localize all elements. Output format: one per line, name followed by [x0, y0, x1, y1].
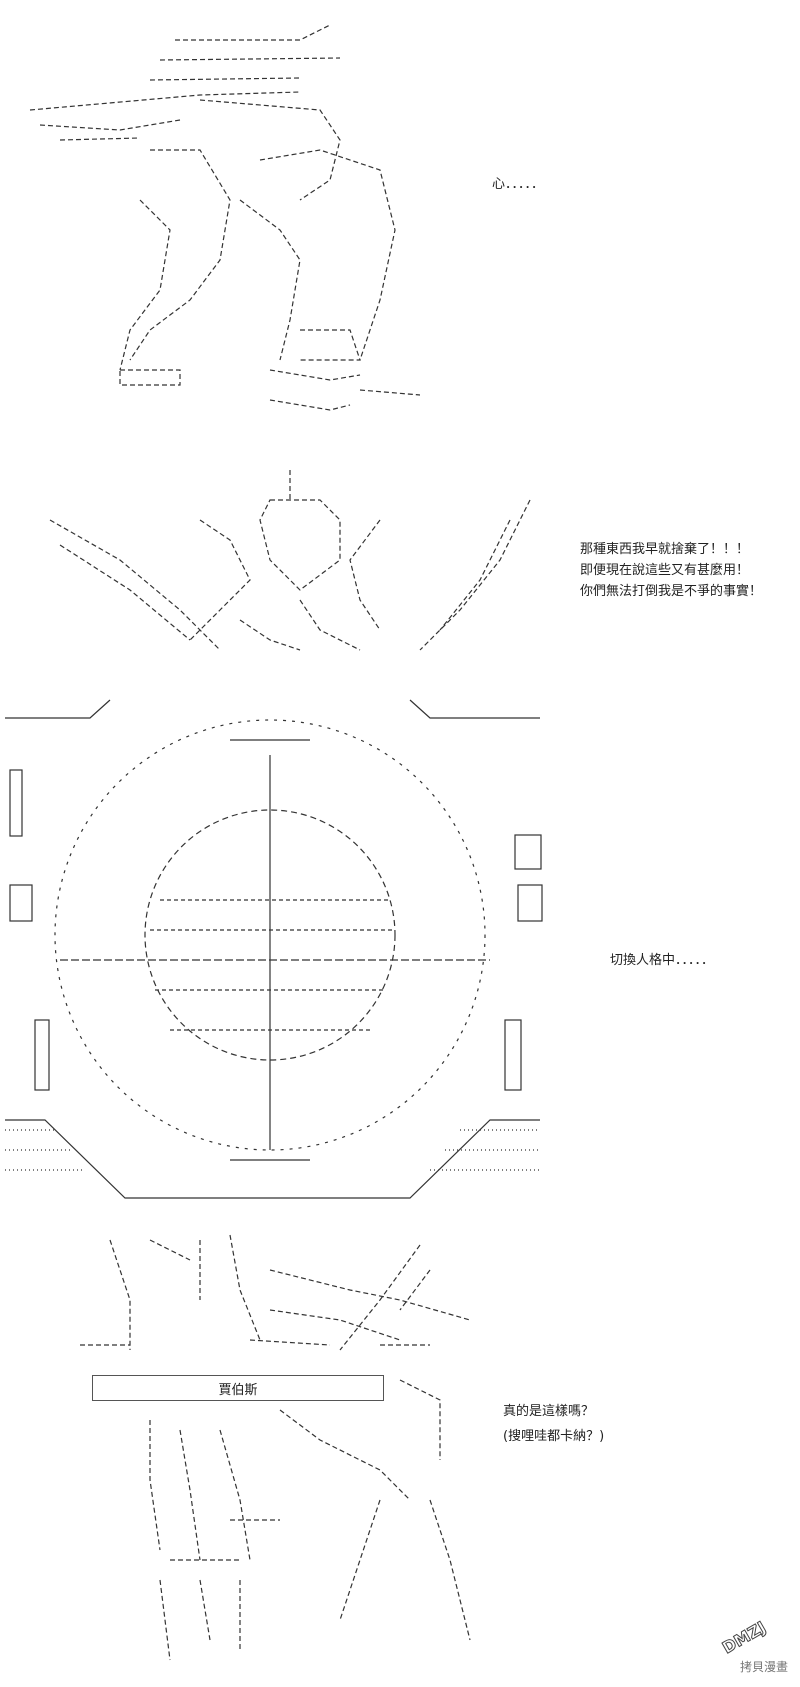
- site-logo: DMZJ: [719, 1617, 770, 1658]
- panel4-line-2: (搜哩哇都卡納？): [503, 1429, 605, 1444]
- watermark: 拷貝漫畫: [739, 1660, 788, 1674]
- svg-text:DMZJ: DMZJ: [719, 1618, 769, 1658]
- panel3-dialogue: 切換人格中．．．．．: [610, 953, 715, 968]
- panel1-robot-figure: [29, 24, 421, 411]
- panel2-winged-figure: [49, 470, 531, 651]
- panel4-dialogue: 真的是這樣嗎？ (搜哩哇都卡納？): [503, 1401, 604, 1447]
- panel2-line-3: 你們無法打倒我是不爭的事實！: [580, 584, 763, 599]
- panel2-line-2: 即便現在說這些又有甚麼用！: [580, 563, 750, 578]
- panel2-line-1: 那種東西我早就捨棄了！！！: [580, 542, 750, 557]
- panel3-target-scope: [5, 699, 543, 1199]
- panel1-dialogue: 心．．．．．: [492, 177, 545, 192]
- panel2-dialogue: 那種東西我早就捨棄了！！！ 即便現在說這些又有甚麼用！ 你們無法打倒我是不爭的事…: [580, 539, 762, 602]
- speaker-name: 賈伯斯: [218, 1382, 258, 1398]
- panel4-figure: [80, 1234, 471, 1661]
- panel4-line-1: 真的是這樣嗎？: [503, 1404, 595, 1419]
- speaker-name-box: 賈伯斯: [92, 1375, 384, 1401]
